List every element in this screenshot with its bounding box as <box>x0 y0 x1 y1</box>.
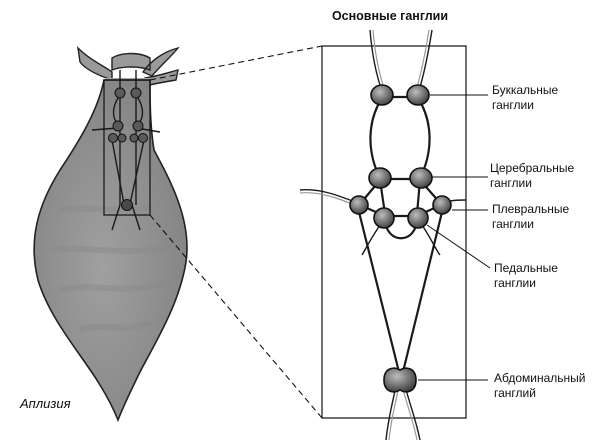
diagram-title: Основные ганглии <box>332 9 448 23</box>
pleuro-abdominal-connective-left <box>356 207 402 377</box>
body-ganglia-mini <box>91 70 161 231</box>
body-inset-box <box>103 79 151 216</box>
label-pedal: Педальные ганглии <box>494 261 561 290</box>
pedal-ganglion-left <box>373 207 395 229</box>
label-pleural: Плевральные ганглии <box>492 202 573 231</box>
pleuro-abdominal-connective-right <box>400 207 445 377</box>
leader-pedal <box>426 224 491 269</box>
zoom-box <box>321 45 467 419</box>
pleural-ganglion-right <box>432 195 452 215</box>
ganglia-network <box>299 29 467 441</box>
buccal-cerebral-connective <box>369 97 431 179</box>
zoom-line-bottom <box>149 214 323 419</box>
cerebral-ganglion-right <box>409 167 433 189</box>
aplysia-body <box>33 46 188 423</box>
buccal-ganglion-left <box>370 84 394 106</box>
label-cerebral: Церебральные ганглии <box>490 161 578 190</box>
label-abdominal: Абдоминальный ганглий <box>494 371 589 400</box>
pedal-ganglion-right <box>407 207 429 229</box>
abdominal-ganglion <box>383 367 417 393</box>
nerve-bottom-right <box>404 385 421 441</box>
body-texture <box>49 202 176 333</box>
pleural-ganglion-left <box>349 195 369 215</box>
animal-label: Аплизия <box>19 396 71 411</box>
label-buccal: Буккальные ганглии <box>492 83 562 112</box>
nerve-bottom-left <box>385 385 397 441</box>
buccal-ganglion-right <box>406 84 430 106</box>
cerebral-ganglion-left <box>368 167 392 189</box>
